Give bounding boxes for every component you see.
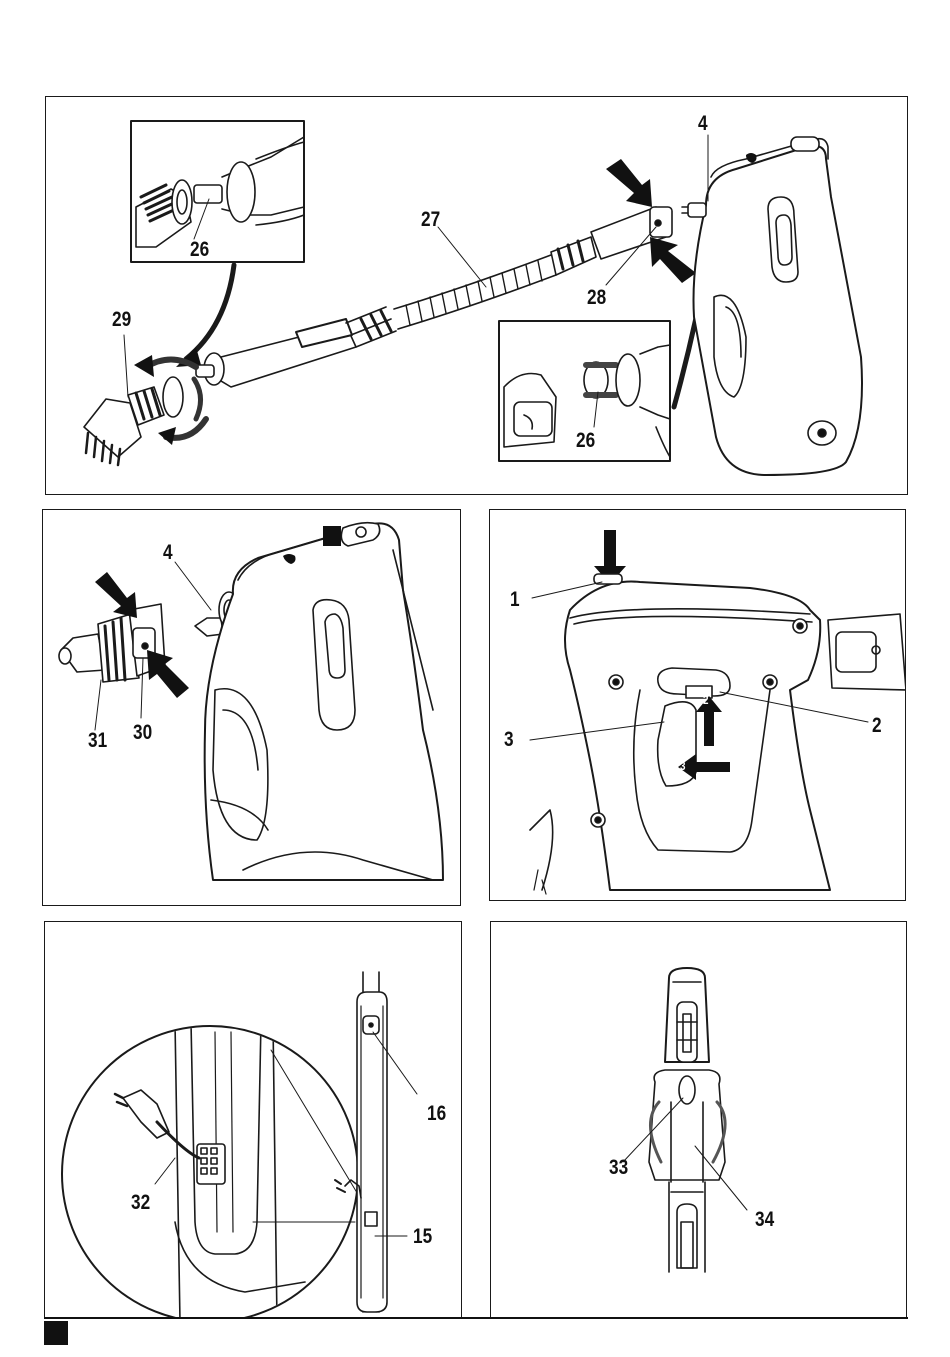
callout-4-hose: 4	[698, 113, 708, 134]
trigger-lock-drawing	[490, 510, 906, 901]
callout-30: 30	[133, 722, 152, 743]
nozzle-attach-drawing	[43, 510, 461, 906]
callout-28: 28	[587, 287, 606, 308]
callout-34: 34	[755, 1209, 774, 1230]
callout-1: 1	[510, 589, 520, 610]
callout-29: 29	[112, 309, 131, 330]
hose-assembly-drawing	[46, 97, 908, 495]
cord-storage-drawing	[45, 922, 462, 1318]
callout-2: 2	[872, 715, 882, 736]
callout-15: 15	[413, 1226, 432, 1247]
figure-trigger-lock: 1 2 3 2 3	[489, 509, 906, 901]
figure-rear-view: 33 34	[490, 921, 907, 1318]
figure-cord-storage: 32 16 15	[44, 921, 462, 1318]
callout-27: 27	[421, 209, 440, 230]
arrow-step-3: 3	[680, 760, 685, 772]
figure-nozzle-attach: 4 31 30	[42, 509, 461, 906]
arrow-step-2: 2	[703, 694, 708, 706]
callout-4-nozzle: 4	[163, 542, 173, 563]
callout-16: 16	[427, 1103, 446, 1124]
callout-26-lower: 26	[576, 430, 595, 451]
figure-hose-assembly: 4 26 27 28 29 26	[45, 96, 908, 495]
callout-3: 3	[504, 729, 514, 750]
callout-31: 31	[88, 730, 107, 751]
callout-26-inset: 26	[190, 239, 209, 260]
page-marker	[44, 1321, 68, 1345]
rear-view-drawing	[491, 922, 907, 1318]
footer-rule	[44, 1317, 908, 1319]
callout-33: 33	[609, 1157, 628, 1178]
callout-32: 32	[131, 1192, 150, 1213]
